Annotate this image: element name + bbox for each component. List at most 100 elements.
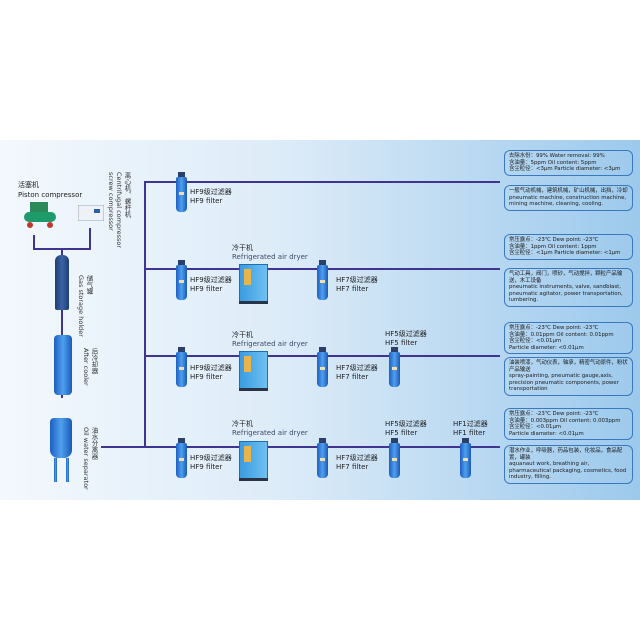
application-line: 油装喷漆，气动仪表，轴承，精密气动原件，粉状产品输送 <box>509 360 628 373</box>
label-en: Refrigerated air dryer <box>232 340 308 348</box>
label-cn: 储气罐 <box>85 275 93 295</box>
application-line: spray-painting, pneumatic gauge,axis, pr… <box>509 373 619 393</box>
label-en: Refrigerated air dryer <box>232 253 308 261</box>
spec-line: 含油量：5ppm Oil content: 5ppm <box>509 159 597 166</box>
application-line: aquanaut work, breathing air, pharmaceut… <box>509 461 627 481</box>
label-en: HF9 filter <box>190 373 223 381</box>
label-cn: 冷干机 <box>232 420 253 428</box>
after-cooler-icon <box>54 335 72 395</box>
piston-compressor-label: 活塞机 Piston compressor <box>18 180 82 200</box>
after-cooler-label: 后冷却器 After cooler <box>82 348 98 386</box>
label-cn: 活塞机 <box>18 181 39 189</box>
hf5-filter-icon <box>389 438 400 478</box>
hf7-filter-icon <box>317 260 328 300</box>
label-cn: HF7级过滤器 <box>336 454 378 462</box>
label-en: HF7 filter <box>336 463 369 471</box>
label-en: HF9 filter <box>190 463 223 471</box>
separator-leg <box>54 458 57 482</box>
application-line: 气动工具，阀门，喷砂，气动搅拌，颗粒产品输送，木工设备 <box>509 271 623 284</box>
label-cn: HF5级过滤器 <box>385 420 427 428</box>
spec-line: Particle diameter: <0.01μm <box>509 344 584 351</box>
label-cn: HF1过滤器 <box>453 420 488 428</box>
spec-box: 去除水份：99% Water removal: 99%含油量：5ppm Oil … <box>504 150 633 176</box>
hf9-filter-icon <box>176 347 187 387</box>
label-en: Centrifugal compressor <box>115 172 123 249</box>
spec-line: 含油量：1ppm Oil content: 1ppm <box>509 243 597 250</box>
hf7-filter-icon <box>317 438 328 478</box>
pipe <box>33 235 35 249</box>
label-cn: 冷干机 <box>232 244 253 252</box>
spec-line: 常压露点：-23℃ Dew point: -23℃ <box>509 325 599 331</box>
spec-line: 去除水份：99% Water removal: 99% <box>509 153 605 159</box>
pipe <box>61 248 63 398</box>
refrigerated-dryer-icon <box>239 441 268 481</box>
label-cn: 冷干机 <box>232 331 253 339</box>
hf9-filter-icon <box>176 438 187 478</box>
screw-compressor-icon <box>78 205 104 221</box>
spec-line: 常压露点：-23℃ Dew point: -23℃ <box>509 411 599 417</box>
hf1-filter-icon <box>460 438 471 478</box>
piston-compressor-icon <box>24 202 56 228</box>
spec-line: 含尘粒径：<0.01μm <box>509 424 562 431</box>
spec-line: 含油量：0.003ppm Oil content: 0.003ppm <box>509 417 621 424</box>
label-cn: HF9级过滤器 <box>190 188 232 196</box>
main-pipe <box>144 181 146 448</box>
gas-storage-tank-icon <box>55 255 69 310</box>
label-en: HF9 filter <box>190 197 223 205</box>
hf7-filter-icon <box>317 347 328 387</box>
hf5-filter-icon <box>389 347 400 387</box>
label-en: Piston compressor <box>18 191 83 199</box>
oil-water-separator-icon <box>50 418 72 458</box>
label-en: HF9 filter <box>190 285 223 293</box>
label-cn: HF7级过滤器 <box>336 276 378 284</box>
label-en: HF7 filter <box>336 285 369 293</box>
spec-line: Particle diameter: <0.01μm <box>509 430 584 437</box>
gas-storage-label: 储气罐 Gas storage holder <box>77 275 93 337</box>
hf9-filter-icon <box>176 260 187 300</box>
label-en: HF5 filter <box>385 339 418 347</box>
spec-line: 含尘粒径：<3μm Particle diameter: <3μm <box>509 166 621 173</box>
label-cn: HF5级过滤器 <box>385 330 427 338</box>
row-1-pipe <box>144 181 500 183</box>
label-cn: 离心机、螺杆机 <box>123 172 131 218</box>
label-en: HF1 filter <box>453 429 486 437</box>
refrigerated-dryer-icon <box>239 264 268 304</box>
spec-line: 含尘粒径：<1μm Particle diameter: <1μm <box>509 250 621 257</box>
label-en: screw compressor <box>107 172 115 231</box>
label-en: After cooler <box>82 348 90 386</box>
oil-separator-label: 油水分离器 Oil water separator <box>82 427 98 490</box>
label-cn: HF9级过滤器 <box>190 276 232 284</box>
label-cn: 油水分离器 <box>90 427 98 460</box>
application-line: pneumatic instruments, valve, sandblast,… <box>509 284 623 304</box>
label-en: HF5 filter <box>385 429 418 437</box>
label-en: Gas storage holder <box>77 275 85 337</box>
label-cn: HF9级过滤器 <box>190 454 232 462</box>
hf9-filter-icon <box>176 172 187 212</box>
separator-leg <box>66 458 69 482</box>
label-en: HF7 filter <box>336 373 369 381</box>
label-en: Oil water separator <box>82 427 90 490</box>
spec-line: 含油量：0.01ppm Oil content: 0.01ppm <box>509 331 614 338</box>
application-line: 一般气动机械，建筑机械，矿山机械，出挡，冷却 <box>509 188 628 194</box>
label-cn: HF9级过滤器 <box>190 364 232 372</box>
